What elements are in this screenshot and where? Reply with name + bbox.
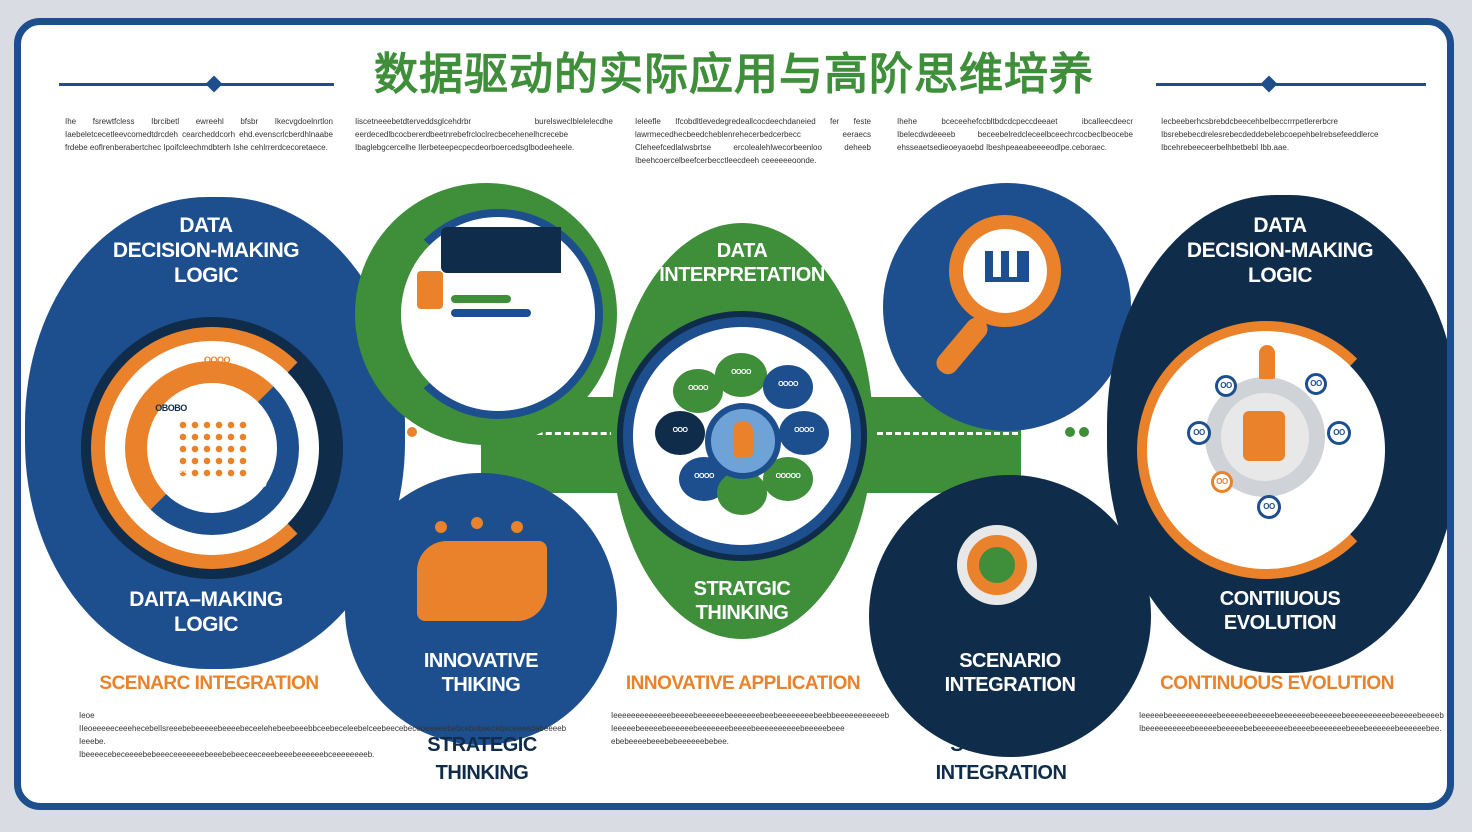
right-icon-6 — [1257, 495, 1281, 519]
bottom-text-2: Ieeeeeeeeeeeeebeeeebeeeeeebeeeeeeebeebee… — [611, 711, 890, 746]
left-ring-right-text: OOCOOO — [227, 479, 267, 489]
line-icon-1 — [451, 295, 511, 303]
connector-dot-4 — [1079, 427, 1089, 437]
spark-dot-2 — [471, 517, 483, 529]
right-icon-1 — [1215, 375, 1237, 397]
petal-4-text: OOO — [672, 427, 688, 434]
petal-6-text: OOOO — [694, 473, 714, 480]
top-text-5: Iecbeeberhcsbrebdcbeecehbelbeccrrrpetler… — [1161, 117, 1379, 152]
petal-3 — [673, 369, 723, 413]
line-icon-2 — [451, 309, 531, 317]
title-rule-left — [59, 83, 334, 86]
left-ring-top-text: OOOO — [203, 355, 231, 365]
petal-2-text: OOOO — [778, 381, 798, 388]
infographic-frame: 数据驱动的实际应用与高阶思维培养 Ihe fsrewtfcless Ibrcib… — [14, 18, 1454, 810]
petal-4 — [655, 411, 705, 455]
right-icon-2 — [1305, 373, 1327, 395]
scenario-integration-circle — [869, 475, 1151, 757]
petal-2 — [763, 365, 813, 409]
right-icon-5 — [1211, 471, 1233, 493]
right-icon-6-text: OO — [1263, 502, 1275, 511]
page-title: 数据驱动的实际应用与高阶思维培养 — [374, 49, 1094, 100]
top-text-1: Ihe fsrewtfcless Ibrcibetl ewreehl bfsbr… — [65, 117, 333, 152]
data-grid-icon — [177, 419, 247, 479]
spark-dot-1 — [435, 521, 447, 533]
leader-icon — [1259, 345, 1275, 379]
petal-3-text: OOOO — [688, 385, 708, 392]
section-head-2: INNOVATIVE APPLICATION — [625, 673, 861, 694]
left-ring-bottom-text: OOOOO — [156, 465, 190, 475]
bottom-text-1: Ieoe IIeoeeeeeceeehecebelIsreeebebeeeeeb… — [79, 711, 567, 759]
bottom-text-3: Ieeeeebeeeeeeeeeeebeeeeeebeeeeebeeeeeeeb… — [1139, 711, 1444, 733]
top-text-2: Iiscetneeebetdterveddsglcehdrbr burelswe… — [355, 117, 613, 152]
petal-7-text: OOOOO — [775, 473, 801, 480]
person-icon — [733, 421, 753, 457]
spark-dot-3 — [511, 521, 523, 533]
right-icon-1-text: OO — [1220, 381, 1232, 390]
right-icon-3 — [1187, 421, 1211, 445]
connector-dot-3 — [1065, 427, 1075, 437]
top-text-3: Ieleefle Ifcobdltlevedegredeallcocdeechd… — [635, 117, 871, 165]
database-icon — [1243, 411, 1285, 461]
right-icon-5-text: OO — [1216, 477, 1228, 486]
petal-5 — [779, 411, 829, 455]
right-icon-2-text: OO — [1310, 379, 1322, 388]
right-icon-3-text: OO — [1193, 428, 1205, 437]
section-head-3: CONTINUOUS EVOLUTION — [1160, 673, 1394, 694]
right-icon-4-text: OO — [1333, 428, 1345, 437]
petal-5-text: OOOO — [794, 427, 814, 434]
device-icon — [417, 271, 443, 309]
section-head-1: SCENARC INTEGRATION — [99, 673, 319, 694]
petal-1-text: OOOO — [731, 369, 751, 376]
bar-growth-icon — [985, 251, 1029, 282]
connector-right — [877, 432, 1027, 435]
right-icon-4 — [1327, 421, 1351, 445]
globe-icon — [979, 547, 1015, 583]
connector-dot-2 — [407, 427, 417, 437]
title-rule-right — [1156, 83, 1426, 86]
top-text-4: Ihehe bceceehefccbltbdcdcpeccdeeaet ibca… — [897, 117, 1133, 152]
handshake-icon — [417, 541, 547, 621]
scanner-icon — [441, 227, 561, 273]
left-ring-sub-text: OOCO — [204, 367, 230, 377]
left-ring-mid-text: OBOBO — [155, 403, 187, 413]
petal-1 — [715, 353, 767, 397]
